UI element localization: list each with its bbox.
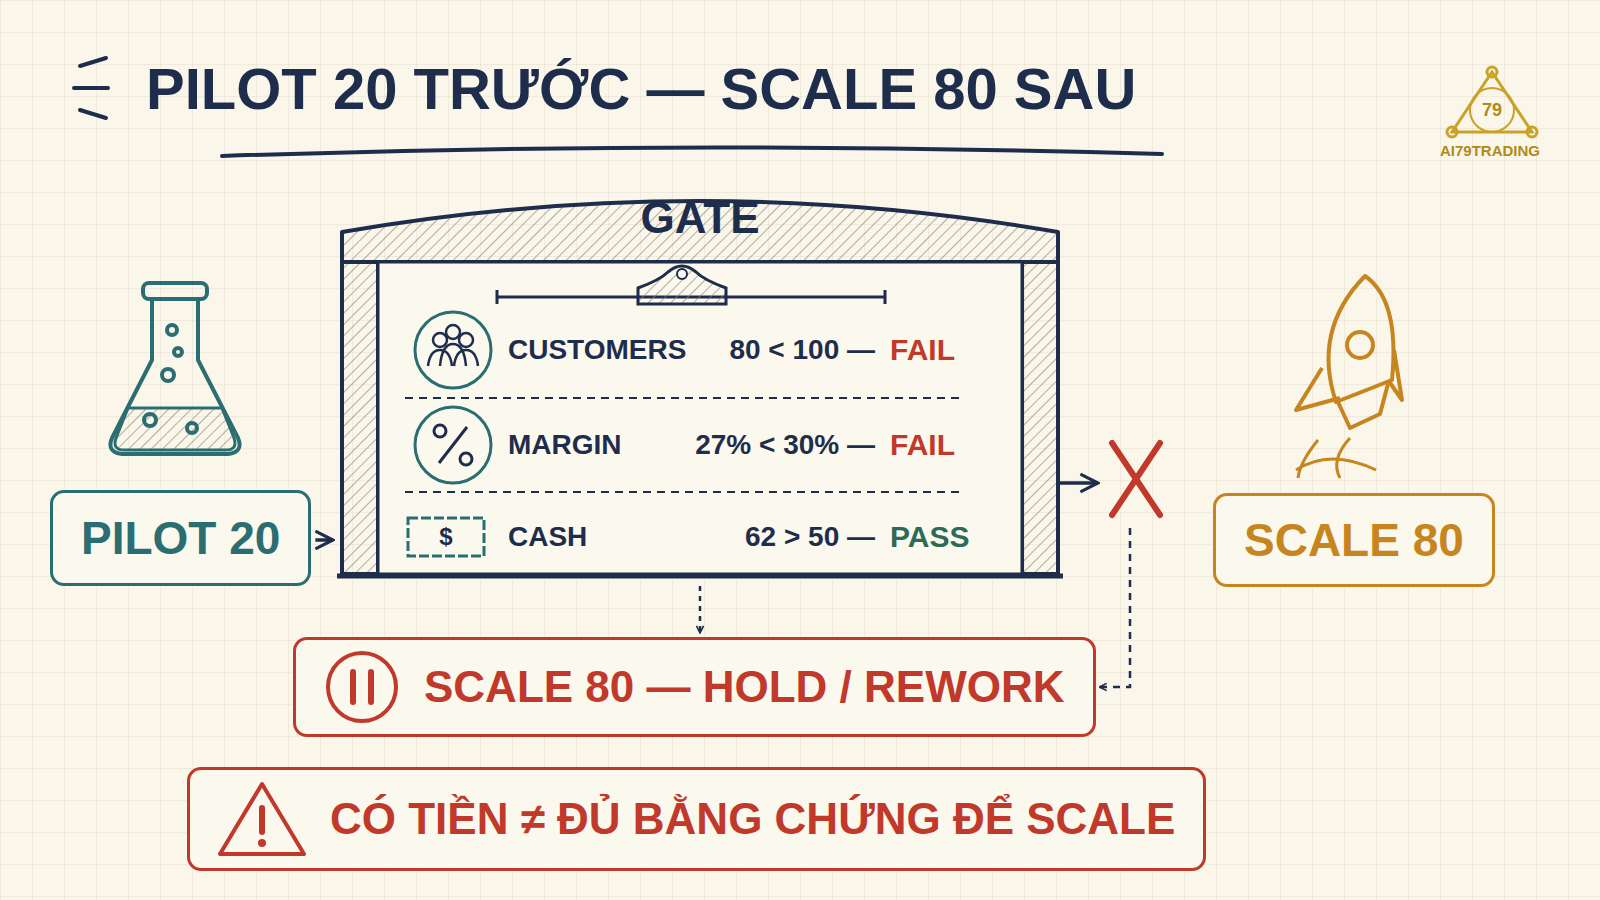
warning-box: CÓ TIỀN ≠ ĐỦ BẰNG CHỨNG ĐỂ SCALE xyxy=(187,767,1206,871)
gate-heading: GATE xyxy=(335,193,1065,243)
title-underline xyxy=(222,147,1162,156)
metric-name: CUSTOMERS xyxy=(508,334,686,366)
logo-number: 79 xyxy=(1482,100,1502,121)
flask-icon xyxy=(110,283,239,454)
warning-icon xyxy=(202,774,322,864)
metric-value: 80 < 100 — xyxy=(729,334,875,366)
rocket-icon xyxy=(1296,276,1402,478)
node-text: SCALE 80 — HOLD / REWORK xyxy=(424,662,1065,712)
node-text: PILOT 20 xyxy=(81,511,280,565)
title: PILOT 20 TRƯỚC — SCALE 80 SAU xyxy=(146,55,1136,122)
metric-name: MARGIN xyxy=(508,429,622,461)
connector xyxy=(315,540,333,541)
dollar-sign: $ xyxy=(439,523,452,551)
metric-value: 62 > 50 — xyxy=(745,521,875,553)
logo-text: AI79TRADING xyxy=(1440,142,1540,159)
title-marks xyxy=(74,58,108,118)
pause-icon xyxy=(312,642,422,732)
node-text: CÓ TIỀN ≠ ĐỦ BẰNG CHỨNG ĐỂ SCALE xyxy=(330,794,1175,844)
logo-mark xyxy=(1447,67,1537,137)
blocked-cross xyxy=(1112,443,1160,515)
connector xyxy=(700,586,701,633)
metric-value: 27% < 30% — xyxy=(695,429,875,461)
node-text: SCALE 80 xyxy=(1244,513,1464,567)
pilot-box: PILOT 20 xyxy=(50,490,311,586)
fail-verdict: FAIL xyxy=(890,333,955,367)
pass-verdict: PASS xyxy=(890,520,969,554)
scale-box: SCALE 80 xyxy=(1213,493,1495,587)
fail-verdict: FAIL xyxy=(890,428,955,462)
hold-box: SCALE 80 — HOLD / REWORK xyxy=(293,637,1096,737)
metric-name: CASH xyxy=(508,521,587,553)
